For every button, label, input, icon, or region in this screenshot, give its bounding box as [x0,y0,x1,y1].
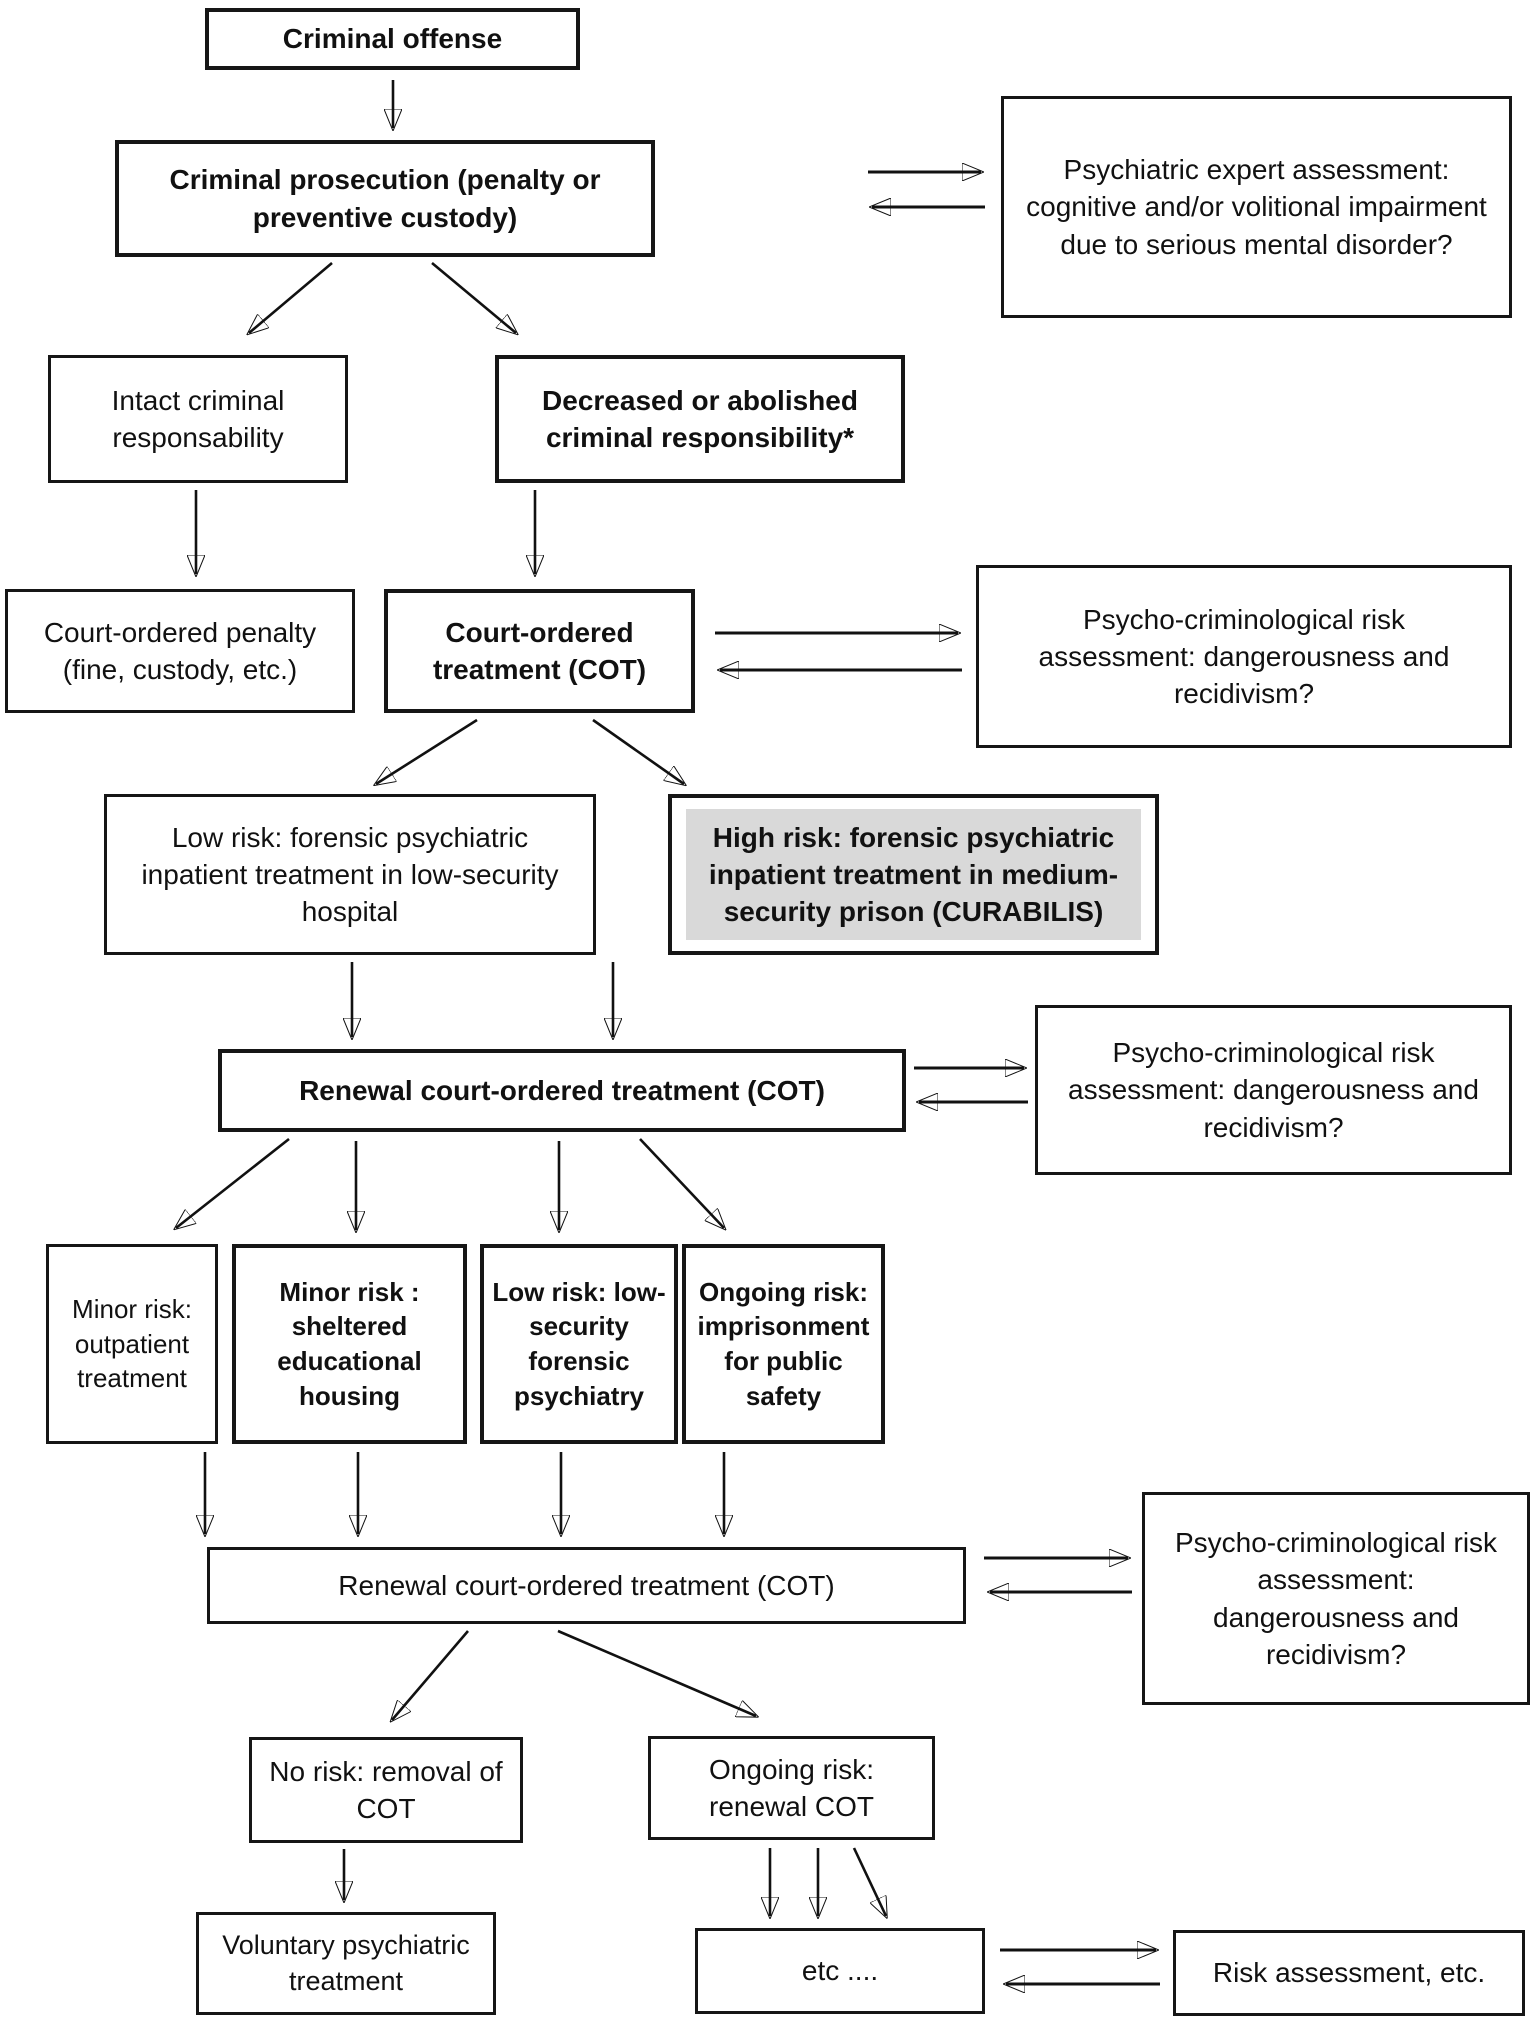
node-minor-risk-housing-label: Minor risk : sheltered educational housi… [277,1276,422,1411]
arrow-prosecution-to-decreased [431,262,516,333]
arrow-cot-to-high-risk [592,718,684,784]
node-court-penalty: Court-ordered penalty (fine, custody, et… [5,589,355,713]
node-etc: etc .... [695,1928,985,2014]
node-no-risk-removal: No risk: removal of COT [249,1737,523,1843]
arrow-renewal1-to-outpatient [176,1137,290,1228]
node-psychiatric-assessment-label: Psychiatric expert assessment: cognitive… [1026,154,1487,260]
arrow-renewal2-to-ongoing [557,1629,756,1716]
node-low-risk-forensic: Low risk: low-security forensic psychiat… [480,1244,678,1444]
node-risk-assessment-1-label: Psycho-criminological risk assessment: d… [1038,603,1450,710]
node-voluntary-treatment-label: Voluntary psychiatric treatment [222,1929,470,1996]
node-risk-assessment-3-label: Psycho-criminological risk assessment: d… [1174,1527,1498,1670]
node-minor-risk-housing: Minor risk : sheltered educational housi… [232,1244,467,1444]
node-risk-assessment-1: Psycho-criminological risk assessment: d… [976,565,1512,748]
node-criminal-prosecution-label: Criminal prosecution (penalty or prevent… [169,164,601,233]
node-criminal-offense: Criminal offense [205,8,580,70]
node-risk-assessment-2: Psycho-criminological risk assessment: d… [1035,1005,1512,1175]
node-high-risk-prison-label: High risk: forensic psychiatric inpatien… [708,821,1119,928]
node-intact-responsibility-label: Intact criminal responsability [111,384,285,453]
node-renewal-cot-1: Renewal court-ordered treatment (COT) [218,1049,906,1132]
node-decreased-responsibility: Decreased or abolished criminal responsi… [495,355,905,483]
node-no-risk-removal-label: No risk: removal of COT [269,1755,503,1824]
node-risk-assessment-2-label: Psycho-criminological risk assessment: d… [1068,1037,1479,1143]
node-ongoing-risk-imprisonment-label: Ongoing risk: imprisonment for public sa… [697,1276,870,1411]
node-high-risk-prison: High risk: forensic psychiatric inpatien… [668,794,1159,955]
node-minor-risk-outpatient-label: Minor risk: outpatient treatment [72,1294,192,1394]
arrow-prosecution-to-intact [249,262,333,333]
node-psychiatric-assessment: Psychiatric expert assessment: cognitive… [1001,96,1512,318]
arrow-renewal1-to-imprisonment [639,1138,724,1228]
node-renewal-cot-2: Renewal court-ordered treatment (COT) [207,1547,966,1624]
node-minor-risk-outpatient: Minor risk: outpatient treatment [46,1244,218,1444]
node-criminal-offense-label: Criminal offense [282,23,503,55]
node-court-treatment: Court-ordered treatment (COT) [384,589,695,713]
arrow-cot-to-low-risk [376,718,478,784]
node-criminal-prosecution: Criminal prosecution (penalty or prevent… [115,140,655,257]
node-renewal-cot-2-label: Renewal court-ordered treatment (COT) [338,1569,835,1601]
node-intact-responsibility: Intact criminal responsability [48,355,348,483]
node-ongoing-risk-renewal-label: Ongoing risk: renewal COT [709,1753,874,1822]
node-ongoing-risk-imprisonment: Ongoing risk: imprisonment for public sa… [682,1244,885,1444]
node-etc-label: etc .... [801,1955,879,1987]
node-risk-assessment-3: Psycho-criminological risk assessment: d… [1142,1492,1530,1705]
node-voluntary-treatment: Voluntary psychiatric treatment [196,1912,496,2015]
node-renewal-cot-1-label: Renewal court-ordered treatment (COT) [299,1074,825,1106]
high-risk-highlight: High risk: forensic psychiatric inpatien… [686,808,1141,941]
node-decreased-responsibility-label: Decreased or abolished criminal responsi… [542,384,858,453]
node-low-risk-hospital: Low risk: forensic psychiatric inpatient… [104,794,596,955]
arrow-renewal2-to-no-risk [392,1630,469,1720]
node-court-treatment-label: Court-ordered treatment (COT) [432,616,647,685]
node-low-risk-hospital-label: Low risk: forensic psychiatric inpatient… [141,821,559,928]
node-low-risk-forensic-label: Low risk: low-security forensic psychiat… [492,1276,666,1411]
node-court-penalty-label: Court-ordered penalty (fine, custody, et… [43,616,317,685]
node-risk-assessment-etc: Risk assessment, etc. [1173,1930,1525,2016]
arrow-ongoing-to-etc-3 [852,1847,886,1916]
node-ongoing-risk-renewal: Ongoing risk: renewal COT [648,1736,935,1840]
node-risk-assessment-etc-label: Risk assessment, etc. [1212,1957,1486,1989]
